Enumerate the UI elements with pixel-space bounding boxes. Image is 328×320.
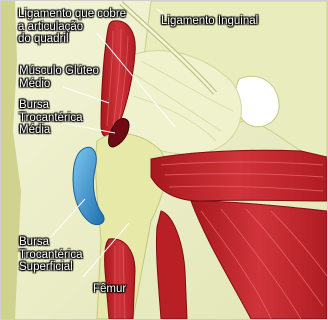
- label-bursa-trocanterica-media: Bursa Trocantérica Média: [19, 99, 83, 137]
- label-ligamento-inguinal: Ligamento Inguinal: [161, 15, 258, 28]
- label-bursa-trocanterica-superficial: Bursa Trocantérica Superficial: [19, 236, 83, 274]
- label-femur: Fêmur: [93, 283, 126, 296]
- label-musculo-gluteo-medio: Músculo Glúteo Médio: [19, 65, 99, 90]
- label-ligamento-articulacao: Ligamento que cobre a articulação do qua…: [18, 8, 126, 46]
- vastus-lateralis-muscle: [105, 239, 135, 319]
